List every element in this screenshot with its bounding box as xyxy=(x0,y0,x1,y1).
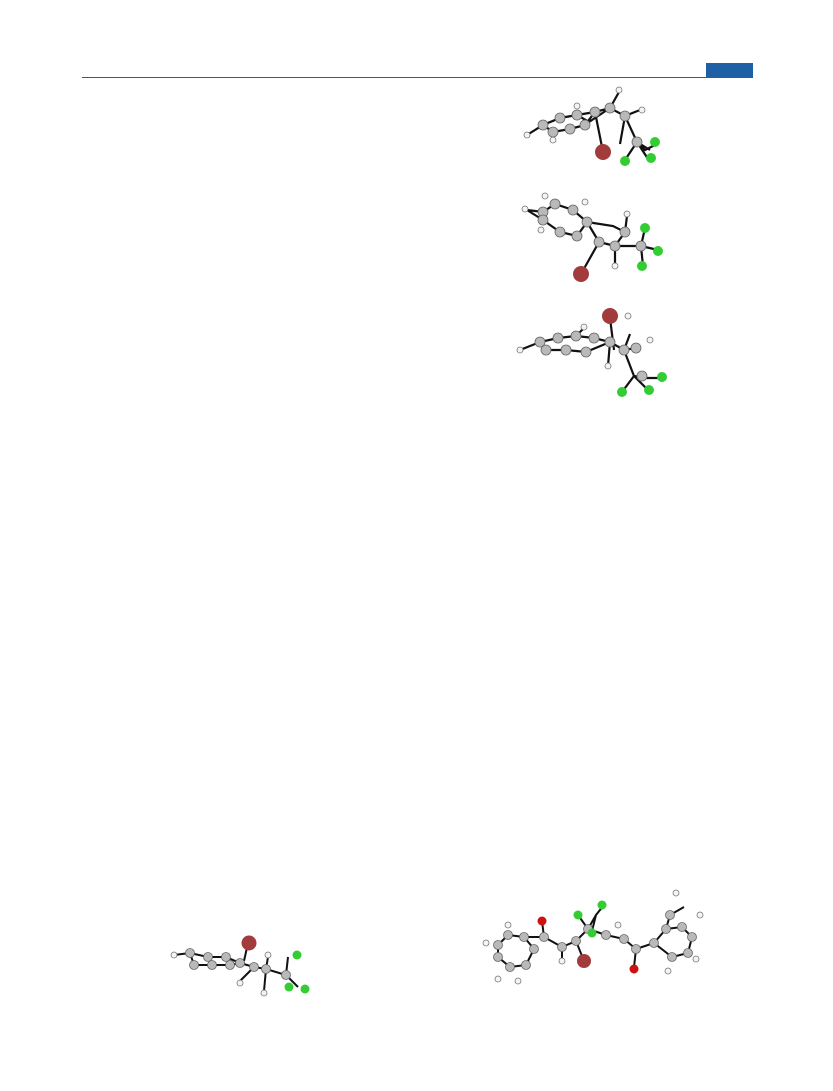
molecule-figure-4 xyxy=(168,925,318,1005)
molecule-5-ball-and-stick xyxy=(482,889,704,985)
molecule-figure-5 xyxy=(478,885,713,1005)
header-rule xyxy=(82,77,753,78)
molecule-4-ball-and-stick xyxy=(170,935,310,997)
molecule-figure-2 xyxy=(515,188,675,288)
molecule-figure-3 xyxy=(510,300,680,405)
molecule-figure-1 xyxy=(515,82,675,172)
molecule-2-ball-and-stick xyxy=(521,192,663,282)
molecule-3-ball-and-stick xyxy=(516,308,667,397)
molecule-1-ball-and-stick xyxy=(523,86,660,166)
header-page-tab xyxy=(706,63,753,78)
